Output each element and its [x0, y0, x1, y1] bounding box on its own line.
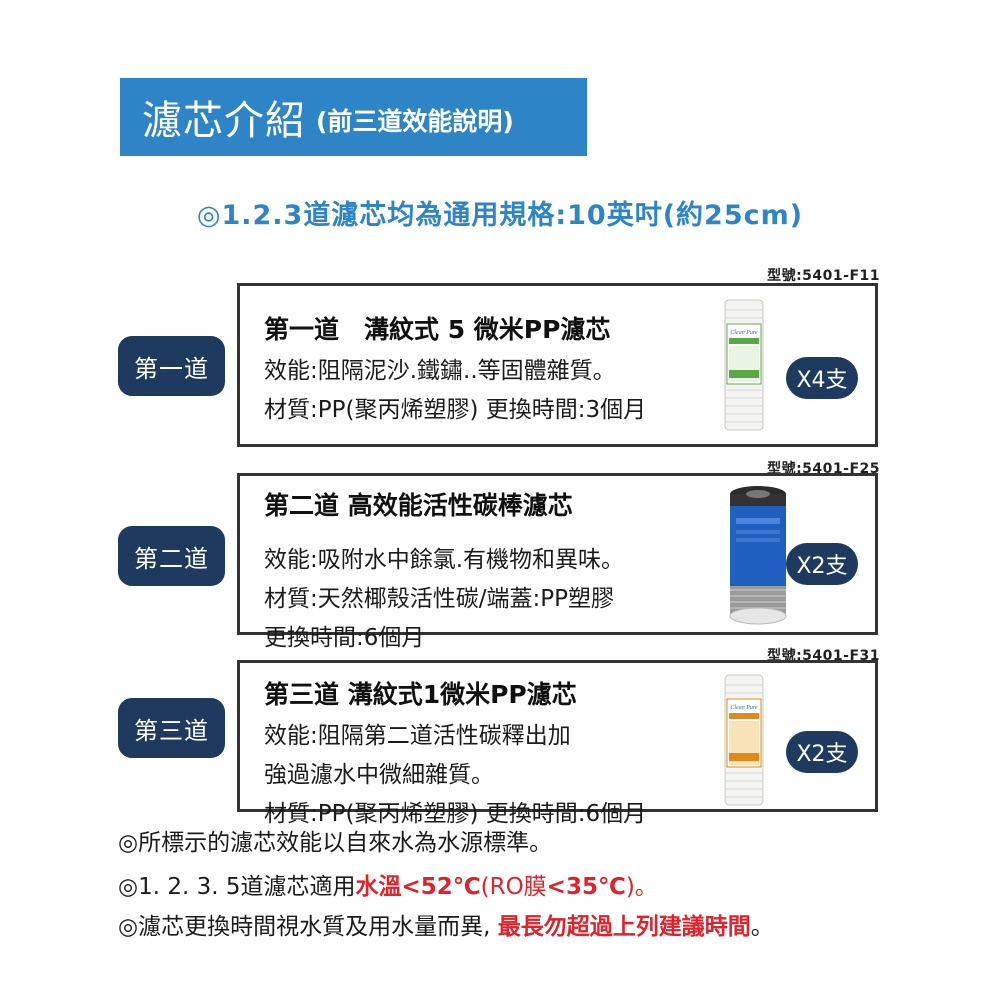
- note-3-warning: 最長勿超過上列建議時間: [497, 914, 751, 940]
- note-2-ro-temp: <35℃: [546, 874, 626, 900]
- footer-note-1: ◎所標示的濾芯效能以自來水為水源標準。: [118, 830, 553, 856]
- page-title: 濾芯介紹: [142, 98, 306, 144]
- stage-1-title: 第一道 溝紋式 5 微米PP濾芯: [264, 315, 611, 344]
- header-banner: 濾芯介紹 (前三道效能說明): [120, 78, 587, 156]
- note-2-water-temp: 水溫<52℃: [355, 874, 481, 900]
- spec-line: ◎1.2.3道濾芯均為通用規格:10英吋(約25cm): [196, 200, 804, 231]
- stage-2-line-1: 效能:吸附水中餘氯.有機物和異味。: [264, 547, 625, 573]
- note-2-suffix: )。: [625, 874, 658, 900]
- page-subtitle: (前三道效能說明): [316, 107, 514, 136]
- pp-filter-cartridge-icon: Clean Pure: [724, 674, 764, 806]
- filter-brand: Clean Pure: [730, 705, 758, 711]
- note-2-prefix: ◎1. 2. 3. 5道濾芯適用: [118, 874, 356, 900]
- stage-1-line-2: 材質:PP(聚丙烯塑膠) 更換時間:3個月: [264, 397, 647, 423]
- stage-3-box: 第三道 溝紋式1微米PP濾芯 效能:阻隔第二道活性碳釋出加 強過濾水中微細雜質。…: [237, 660, 878, 827]
- stage-2-label: 第二道: [118, 526, 225, 586]
- note-3-suffix: 。: [750, 914, 774, 940]
- carbon-block-filter-icon: [729, 486, 787, 625]
- note-2-mid: (RO膜: [480, 874, 547, 900]
- filter-brand: Clean Pure: [730, 330, 758, 336]
- stage-2-line-2: 材質:天然椰殼活性碳/端蓋:PP塑膠: [264, 586, 614, 612]
- stage-1-line-1: 效能:阻隔泥沙.鐵鏽..等固體雜質。: [264, 358, 616, 384]
- stage-3-title: 第三道 溝紋式1微米PP濾芯: [264, 680, 577, 709]
- pp-filter-cartridge-icon: Clean Pure: [724, 299, 764, 431]
- stage-3-line-1: 效能:阻隔第二道活性碳釋出加: [264, 723, 571, 749]
- footer-note-3: ◎濾芯更換時間視水質及用水量而異, 最長勿超過上列建議時間。: [118, 907, 774, 941]
- stage-2-title: 第二道 高效能活性碳棒濾芯: [264, 491, 573, 520]
- stage-3-quantity: X2支: [786, 731, 858, 773]
- stage-2-line-3: 更換時間:6個月: [264, 625, 425, 651]
- note-3-prefix: ◎濾芯更換時間視水質及用水量而異,: [118, 914, 498, 940]
- stage-1-box: 第一道 溝紋式 5 微米PP濾芯 效能:阻隔泥沙.鐵鏽..等固體雜質。 材質:P…: [237, 283, 878, 447]
- stage-3-line-3: 材質:PP(聚丙烯塑膠) 更換時間:6個月: [264, 801, 647, 827]
- footer-note-2: ◎1. 2. 3. 5道濾芯適用水溫<52℃(RO膜<35℃)。: [118, 867, 658, 901]
- stage-3-line-2: 強過濾水中微細雜質。: [264, 762, 494, 788]
- stage-1-quantity: X4支: [786, 357, 858, 399]
- stage-1-label: 第一道: [118, 336, 225, 396]
- stage-3-label: 第三道: [118, 698, 225, 758]
- model-number-stage-1: 型號:5401-F11: [767, 268, 880, 284]
- stage-2-box: 第二道 高效能活性碳棒濾芯 效能:吸附水中餘氯.有機物和異味。 材質:天然椰殼活…: [237, 473, 878, 651]
- stage-2-quantity: X2支: [786, 543, 858, 585]
